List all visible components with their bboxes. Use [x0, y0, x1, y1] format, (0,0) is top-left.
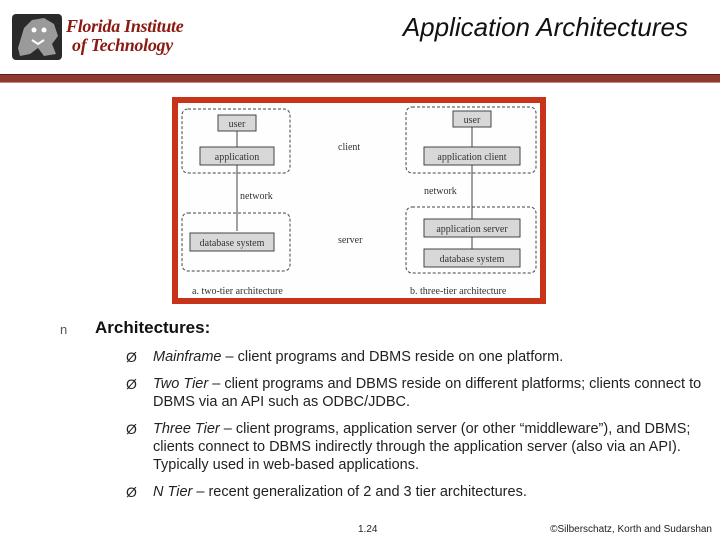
header-divider: [0, 74, 720, 83]
panther-icon: [12, 14, 62, 60]
logo-text-line2: of Technology: [72, 35, 173, 55]
page-number: 1.24: [358, 524, 378, 535]
fit-logo: Florida Institute of Technology: [10, 8, 185, 64]
three-tier-app-client-label: application client: [437, 152, 506, 163]
architecture-figure-canvas: user application network database system…: [178, 103, 540, 298]
architecture-diagram: user application network database system…: [181, 106, 537, 297]
sub-bullet-n-tier: Ø N Tier – recent generalization of 2 an…: [126, 483, 713, 501]
three-tier-network-label: network: [424, 186, 457, 197]
content-bullets: n Architectures: Ø Mainframe – client pr…: [60, 318, 701, 501]
arrow-bullet-icon: Ø: [126, 421, 137, 437]
sub-bullet-text: – client programs and DBMS reside on dif…: [153, 376, 702, 410]
sub-bullet-two-tier: Ø Two Tier – client programs and DBMS re…: [126, 375, 713, 411]
sub-bullet-term: Mainframe: [153, 349, 222, 365]
two-tier-client-region: [181, 108, 291, 174]
three-tier-caption: b. three-tier architecture: [410, 286, 507, 297]
arrow-bullet-icon: Ø: [126, 484, 137, 500]
two-tier-database-box: [189, 232, 275, 252]
sub-bullet-three-tier: Ø Three Tier – client programs, applicat…: [126, 420, 713, 474]
bullet-heading: Architectures:: [95, 318, 211, 337]
sub-bullet-text: – client programs and DBMS reside on one…: [221, 349, 564, 365]
two-tier-user-label: user: [229, 119, 246, 130]
two-tier-network-label: network: [240, 191, 273, 202]
copyright-notice: ©Silberschatz, Korth and Sudarshan: [550, 524, 712, 535]
sub-bullet-mainframe: Ø Mainframe – client programs and DBMS r…: [126, 348, 713, 366]
client-tier-label: client: [338, 142, 360, 153]
three-tier-user-label: user: [464, 115, 481, 126]
sub-bullet-term: Three Tier: [153, 421, 220, 437]
two-tier-caption: a. two-tier architecture: [192, 286, 283, 297]
sub-bullet-text: – client programs, application server (o…: [153, 421, 691, 473]
sub-bullet-term: Two Tier: [153, 376, 209, 392]
slide-title: Application Architectures: [402, 12, 688, 42]
three-tier-app-server-label: application server: [436, 224, 508, 235]
architecture-figure: user application network database system…: [172, 97, 546, 304]
arrow-bullet-icon: Ø: [126, 376, 137, 392]
three-tier-database-label: database system: [440, 254, 505, 265]
three-tier-database-box: [423, 248, 521, 268]
arrow-bullet-icon: Ø: [126, 349, 137, 365]
bullet-marker: n: [60, 322, 68, 337]
two-tier-server-region: [181, 212, 291, 272]
server-tier-label: server: [338, 235, 363, 246]
sub-bullet-term: N Tier: [153, 484, 193, 500]
two-tier-application-label: application: [215, 152, 259, 163]
two-tier-database-label: database system: [200, 238, 265, 249]
main-bullet: n Architectures:: [60, 318, 700, 344]
logo-text-line1: Florida Institute: [66, 16, 184, 36]
sub-bullet-text: – recent generalization of 2 and 3 tier …: [192, 484, 527, 500]
